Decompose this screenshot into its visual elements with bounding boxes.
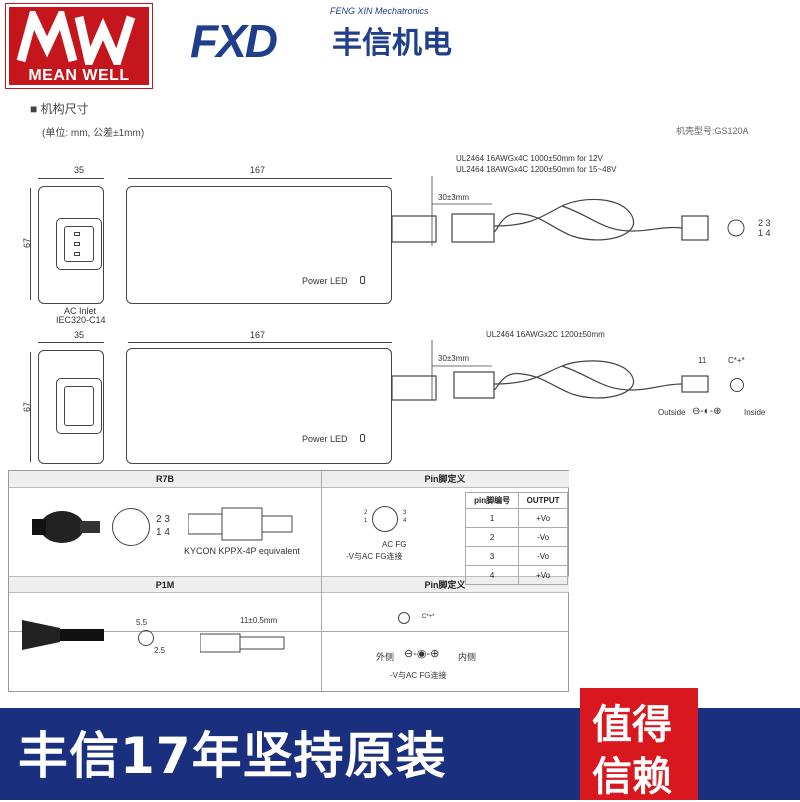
p1m-polarity-icon: ⊖-◉-⊕ (404, 648, 440, 660)
pin-note-2: -V与AC FG连接 (390, 671, 447, 680)
col-pin: pin脚编号 (464, 492, 520, 509)
power-led-label: Power LED (302, 276, 348, 286)
cable-p1m-drawing (392, 340, 709, 401)
pin-def-face-icon (372, 506, 398, 532)
p1m-outside-label: 外侧 (376, 652, 395, 662)
fxd-chinese-name: 丰信机电 (332, 26, 452, 61)
banner-red-box (580, 688, 698, 800)
r7b-pin-face-icon (112, 508, 150, 546)
ac-fg-label: AC FG (382, 540, 407, 549)
r7b-plug-photo (32, 511, 100, 543)
ac-inlet-standard: IEC320-C14 (56, 315, 106, 325)
pin-label-top: 2 3 (758, 218, 771, 228)
units-note: (单位: mm, 公差±1mm) (42, 128, 145, 139)
dim-11: 11 (698, 356, 707, 365)
p1m-header: P1M (9, 576, 321, 593)
inside-label: Inside (744, 408, 766, 417)
plug-label: C*+* (728, 356, 745, 365)
p1m-connector-drawing (200, 633, 285, 653)
cable-spec-12v: UL2464 16AWGx4C 1000±50mm for 12V (456, 154, 603, 163)
output-row-cell: -Vo (518, 546, 568, 566)
dim-length-2: 167 (250, 330, 266, 340)
top-view-1 (126, 186, 392, 304)
dim-width-2: 35 (74, 330, 85, 340)
pin-row-cell: 4 (464, 565, 520, 585)
p1m-plug-photo (22, 620, 104, 650)
col-output: OUTPUT (518, 492, 568, 509)
banner-line-2: 信赖 (592, 754, 672, 800)
pin-row-cell: 2 (464, 527, 520, 547)
cable-spec-15-48v: UL2464 18AWGx4C 1200±50mm for 15~48V (456, 165, 617, 174)
fxd-english-name: FENG XIN Mechatronics (330, 6, 429, 16)
p1m-dim-11: 11±0.5mm (240, 616, 278, 625)
cable-spec-2c: UL2464 16AWGx2C 1200±50mm (486, 330, 605, 339)
pin-n4: 4 (403, 518, 407, 524)
p1m-pin-face-icon (398, 612, 410, 624)
output-row-cell: -Vo (518, 527, 568, 547)
power-led-label-2: Power LED (302, 434, 348, 444)
meanwell-logo: MEAN WELL (5, 3, 153, 89)
pin-n3: 3 (403, 510, 407, 516)
r7b-pins-top: 2 3 (156, 514, 170, 525)
fxd-logo: FXD (190, 15, 278, 67)
p1m-inside-label: 内侧 (458, 652, 477, 662)
plug-face-icon (730, 378, 744, 392)
pin-row-cell: 1 (464, 508, 520, 528)
pin-note-1: -V与AC FG连接 (346, 552, 403, 561)
p1m-dim-25: 2.5 (154, 646, 166, 655)
mw-glyph-icon (16, 11, 136, 65)
meanwell-name: MEAN WELL (28, 67, 130, 84)
banner-slogan: 丰信17年坚持原装 (18, 727, 447, 785)
ac-inlet-label: AC Inlet (64, 306, 97, 316)
connector-table: R7B Pin脚定义 P1M Pin脚定义 (8, 470, 569, 692)
output-row-cell: +Vo (518, 508, 568, 528)
power-led-icon (360, 276, 365, 284)
p1m-dim-55: 5.5 (136, 618, 148, 627)
p1m-face-icon (138, 630, 154, 646)
dim-length: 167 (250, 165, 266, 175)
ac-inlet-2 (56, 378, 102, 434)
r7b-connector-drawing (188, 507, 293, 541)
dim-width: 35 (74, 165, 85, 175)
cable-4pin-drawing (392, 176, 745, 246)
p1m-plug-label: C*+* (422, 614, 435, 620)
banner-line-1: 值得 (592, 702, 672, 748)
section-title: ■ 机构尺寸 (30, 102, 89, 116)
polarity-icon: ⊖-◐-⊕ (692, 406, 722, 417)
output-row-cell: +Vo (518, 565, 568, 585)
power-led-icon-2 (360, 434, 365, 442)
pin-n1: 1 (364, 518, 368, 524)
kycon-label: KYCON KPPX-4P equivalent (184, 546, 300, 556)
outside-label: Outside (658, 408, 686, 417)
dim-30mm: 30±3mm (438, 193, 470, 202)
r7b-header: R7B (9, 471, 321, 488)
top-view-2 (126, 348, 392, 464)
pin-label-bottom: 1 4 (758, 228, 771, 238)
r7b-pins-bottom: 1 4 (156, 527, 170, 538)
dim-30mm-2: 30±3mm (438, 354, 470, 363)
model-number: 机壳型号:GS120A (676, 126, 749, 136)
pin-header-1: Pin脚定义 (321, 471, 569, 488)
pin-n2: 2 (364, 510, 368, 516)
pin-row-cell: 3 (464, 546, 520, 566)
